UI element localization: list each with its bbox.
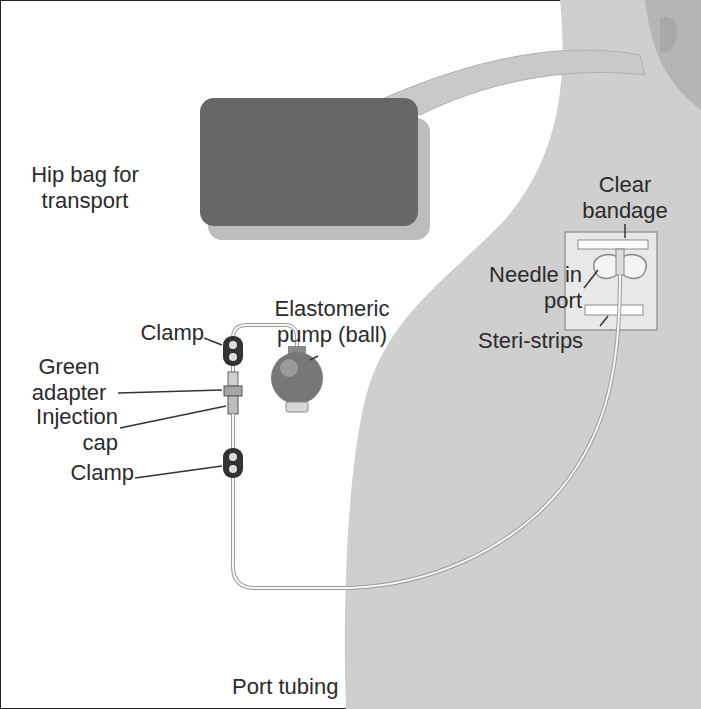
- leader-line: [135, 466, 222, 478]
- steri-strip: [578, 240, 648, 249]
- clamp-hole: [229, 341, 237, 349]
- neck-shadow: [645, 0, 701, 110]
- green-adapter: [228, 372, 238, 386]
- part-label: Elastomeric pump (ball): [262, 296, 402, 348]
- adapter-ring: [224, 386, 242, 396]
- bag-strap: [380, 50, 645, 115]
- leader-line: [118, 390, 222, 393]
- part-label: Port tubing: [232, 674, 338, 700]
- clamp-hole: [229, 353, 237, 361]
- leader-line: [584, 270, 598, 288]
- injection-cap: [228, 396, 238, 414]
- clamp-hole: [229, 465, 237, 473]
- part-label: Injection cap: [8, 404, 118, 456]
- clamp: [223, 448, 243, 478]
- leader-line: [204, 338, 222, 345]
- part-label: Clear bandage: [575, 172, 675, 224]
- steri-strip: [585, 305, 643, 315]
- part-label: Green adapter: [22, 354, 116, 406]
- port-tubing-core: [233, 275, 620, 588]
- needle-hub: [616, 249, 624, 275]
- hip-bag: [200, 98, 418, 226]
- leader-line: [600, 316, 608, 326]
- ear: [660, 17, 677, 53]
- part-label: Clamp: [128, 320, 204, 346]
- part-label: Hip bag for transport: [20, 162, 150, 214]
- port-tubing: [233, 275, 620, 588]
- part-label: Clamp: [56, 460, 134, 486]
- elastomeric-pump: [271, 352, 323, 404]
- part-label: Needle in port: [488, 262, 582, 314]
- pump-base: [286, 402, 308, 412]
- pump-highlight: [280, 359, 298, 377]
- clamp: [223, 336, 243, 366]
- leader-line: [310, 356, 318, 360]
- part-label: Steri-strips: [478, 328, 583, 354]
- leader-line: [624, 224, 626, 238]
- clamp-hole: [229, 453, 237, 461]
- leader-line: [120, 406, 226, 428]
